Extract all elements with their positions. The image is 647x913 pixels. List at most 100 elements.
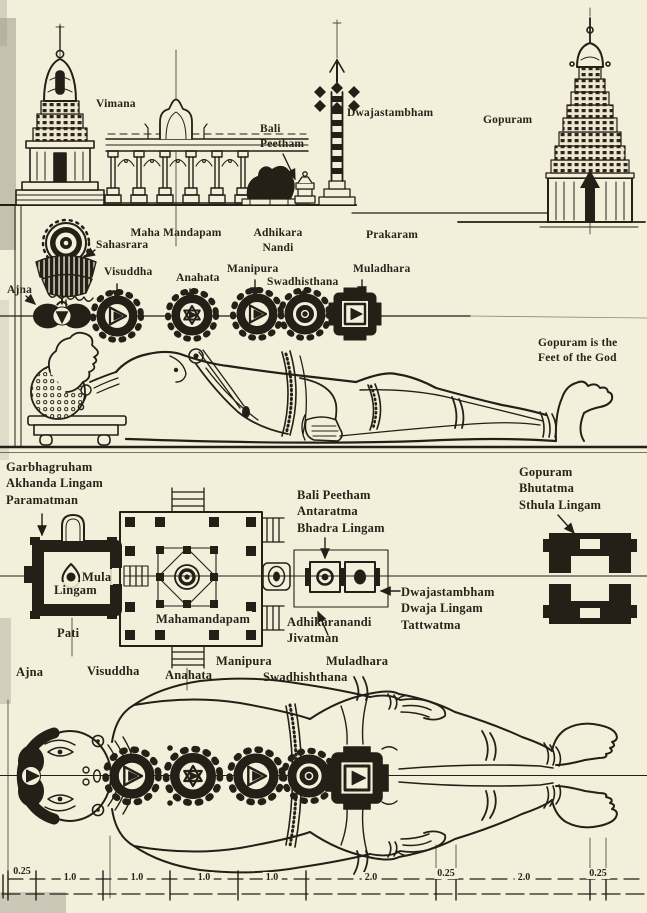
sahasrara-label: Sahasrara bbox=[96, 239, 149, 251]
bali-peetham-plan-label-line1: Bali Peetham bbox=[297, 488, 371, 502]
dwajastambham-plan-label-line2: Dwaja Lingam bbox=[401, 601, 483, 616]
vimana-drawing bbox=[15, 25, 105, 206]
ajna-label: Ajna bbox=[7, 284, 33, 296]
manipura-label: Manipura bbox=[227, 263, 279, 275]
sahasrara-icon bbox=[35, 218, 97, 311]
adhikaranandi-label-line1: Adhikaranandi bbox=[287, 615, 372, 629]
manipura-chakra-icon-body bbox=[230, 750, 283, 803]
pointer-arrows bbox=[24, 153, 575, 636]
bali-peetham-label: Bali Peetham bbox=[260, 122, 304, 152]
adhikaranandi-arrow bbox=[317, 610, 329, 636]
muladhara-chakra-icon bbox=[327, 286, 383, 342]
dwajastambham-plan-label-line1: Dwajastambham bbox=[401, 585, 495, 599]
garbhagruham-label: Garbhagruham Akhanda Lingam Paramatman bbox=[6, 459, 103, 508]
scale-value-5: 2.0 bbox=[361, 872, 381, 883]
gopuram-feet-note: Gopuram is the Feet of the God bbox=[538, 336, 617, 366]
sanctum-plan bbox=[24, 514, 124, 619]
dwajastambham-label: Dwajastambham bbox=[347, 107, 434, 119]
gopuram-feet-note-line2: Feet of the God bbox=[538, 351, 617, 364]
bali-peetham-plan-label: Bali Peetham Antaratma Bhadra Lingam bbox=[297, 487, 385, 536]
mahamandapam-plan bbox=[119, 487, 285, 669]
mula-lingam-label-line1: Mula bbox=[80, 569, 114, 586]
chakra-row-section bbox=[0, 218, 647, 453]
ajna-chakra-icon-body bbox=[18, 745, 44, 807]
anahata-label: Anahata bbox=[176, 272, 220, 284]
dwajastambham-plan-label-line3: Tattwatma bbox=[401, 617, 461, 632]
adhikaranandi-label: Adhikaranandi Jivatman bbox=[287, 614, 372, 647]
gopuram-label: Gopuram bbox=[483, 114, 533, 126]
adhikara-nandi-label: Adhikara Nandi bbox=[249, 226, 307, 256]
ajna-body-label: Ajna bbox=[16, 665, 44, 679]
mula-lingam-label-line2: Lingam bbox=[52, 582, 99, 599]
anahata-chakra-icon-body bbox=[166, 749, 220, 803]
reclining-figure bbox=[0, 331, 647, 453]
bali-peetham-arrow bbox=[282, 153, 296, 181]
mandapam-drawing bbox=[103, 98, 311, 204]
scale-value-1: 1.0 bbox=[60, 872, 80, 883]
entry-steps bbox=[123, 487, 285, 669]
flag-finial bbox=[314, 82, 360, 114]
bali-peetham-plan-label-line2: Antaratma bbox=[297, 504, 358, 519]
sahasrara-arrow bbox=[83, 247, 96, 258]
mahamandapam-label: Mahamandapam bbox=[154, 611, 253, 628]
scale-value-7: 2.0 bbox=[514, 872, 534, 883]
scale-value-2: 1.0 bbox=[127, 872, 147, 883]
anahata-body-label: Anahata bbox=[165, 668, 213, 682]
ajna-chakra-icon bbox=[32, 297, 92, 329]
gopuram-drawing bbox=[545, 17, 635, 223]
visuddha-label: Visuddha bbox=[104, 266, 153, 278]
scale-value-4: 1.0 bbox=[262, 872, 282, 883]
dwajastambham-plan bbox=[340, 561, 380, 593]
dwajastambham-drawing bbox=[314, 59, 360, 206]
adhikaranandi-plan bbox=[262, 562, 291, 591]
garbhagruham-label-line1: Garbhagruham bbox=[6, 460, 93, 474]
swadhishthana-body-label: Swadhishthana bbox=[263, 670, 348, 684]
plan-section bbox=[0, 487, 647, 691]
elevation-section bbox=[0, 7, 646, 448]
prakaram-label: Prakaram bbox=[366, 229, 419, 241]
visuddha-body-label: Visuddha bbox=[87, 664, 140, 678]
swadhisthana-chakra-icon bbox=[281, 290, 329, 338]
bali-peetham-drawing bbox=[294, 171, 316, 204]
pillars bbox=[104, 150, 252, 204]
bali-peetham-label-line1: Bali bbox=[260, 123, 281, 135]
gopuram-plan-label-line2: Bhutatma bbox=[519, 481, 575, 496]
scale-value-8: 0.25 bbox=[586, 868, 610, 879]
adhikaranandi-label-line2: Jivatman bbox=[287, 631, 339, 646]
swadhisthana-label: Swadhisthana bbox=[267, 276, 339, 288]
adhikara-nandi-label-line2: Nandi bbox=[262, 241, 294, 254]
face-center-features bbox=[82, 766, 102, 786]
garbhagruham-label-line2: Akhanda Lingam bbox=[6, 476, 103, 491]
visuddha-chakra-icon-body bbox=[106, 750, 159, 803]
cusped-arches bbox=[117, 158, 239, 167]
scale-value-6: 0.25 bbox=[434, 868, 458, 879]
bali-peetham-label-line2: Peetham bbox=[260, 137, 305, 150]
scale-value-0: 0.25 bbox=[10, 866, 34, 877]
nandi-drawing bbox=[241, 165, 297, 206]
scan-smudges bbox=[0, 0, 66, 913]
gopuram-plan bbox=[543, 533, 637, 624]
dwajastambham-plan-label: Dwajastambham Dwaja Lingam Tattwatma bbox=[401, 584, 495, 633]
pati-label: Pati bbox=[57, 626, 80, 640]
manipura-chakra-icon bbox=[233, 290, 281, 338]
measurement-scale bbox=[1, 699, 647, 901]
garbhagruham-label-line3: Paramatman bbox=[6, 492, 79, 507]
ajna-arrow bbox=[24, 293, 37, 305]
muladhara-body-label: Muladhara bbox=[326, 654, 389, 668]
body-plan-section bbox=[0, 676, 647, 875]
gopuram-plan-label: Gopuram Bhutatma Sthula Lingam bbox=[519, 464, 601, 513]
scale-value-3: 1.0 bbox=[194, 872, 214, 883]
gopuram-plan-label-line3: Sthula Lingam bbox=[519, 497, 602, 512]
gopuram-door-arrow bbox=[580, 170, 600, 222]
adhikara-nandi-label-line1: Adhikara bbox=[253, 227, 303, 239]
anahata-chakra-icon bbox=[168, 291, 216, 339]
bali-enclosure-plan bbox=[293, 549, 389, 608]
gopuram-plan-arrow bbox=[557, 514, 575, 535]
scale-ticks bbox=[2, 870, 607, 901]
manipura-body-label: Manipura bbox=[216, 654, 272, 668]
muladhara-label: Muladhara bbox=[353, 263, 411, 275]
bali-peetham-plan bbox=[305, 561, 345, 593]
gopuram-plan-label-line1: Gopuram bbox=[519, 465, 573, 479]
maha-mandapam-label: Maha Mandapam bbox=[130, 227, 222, 239]
